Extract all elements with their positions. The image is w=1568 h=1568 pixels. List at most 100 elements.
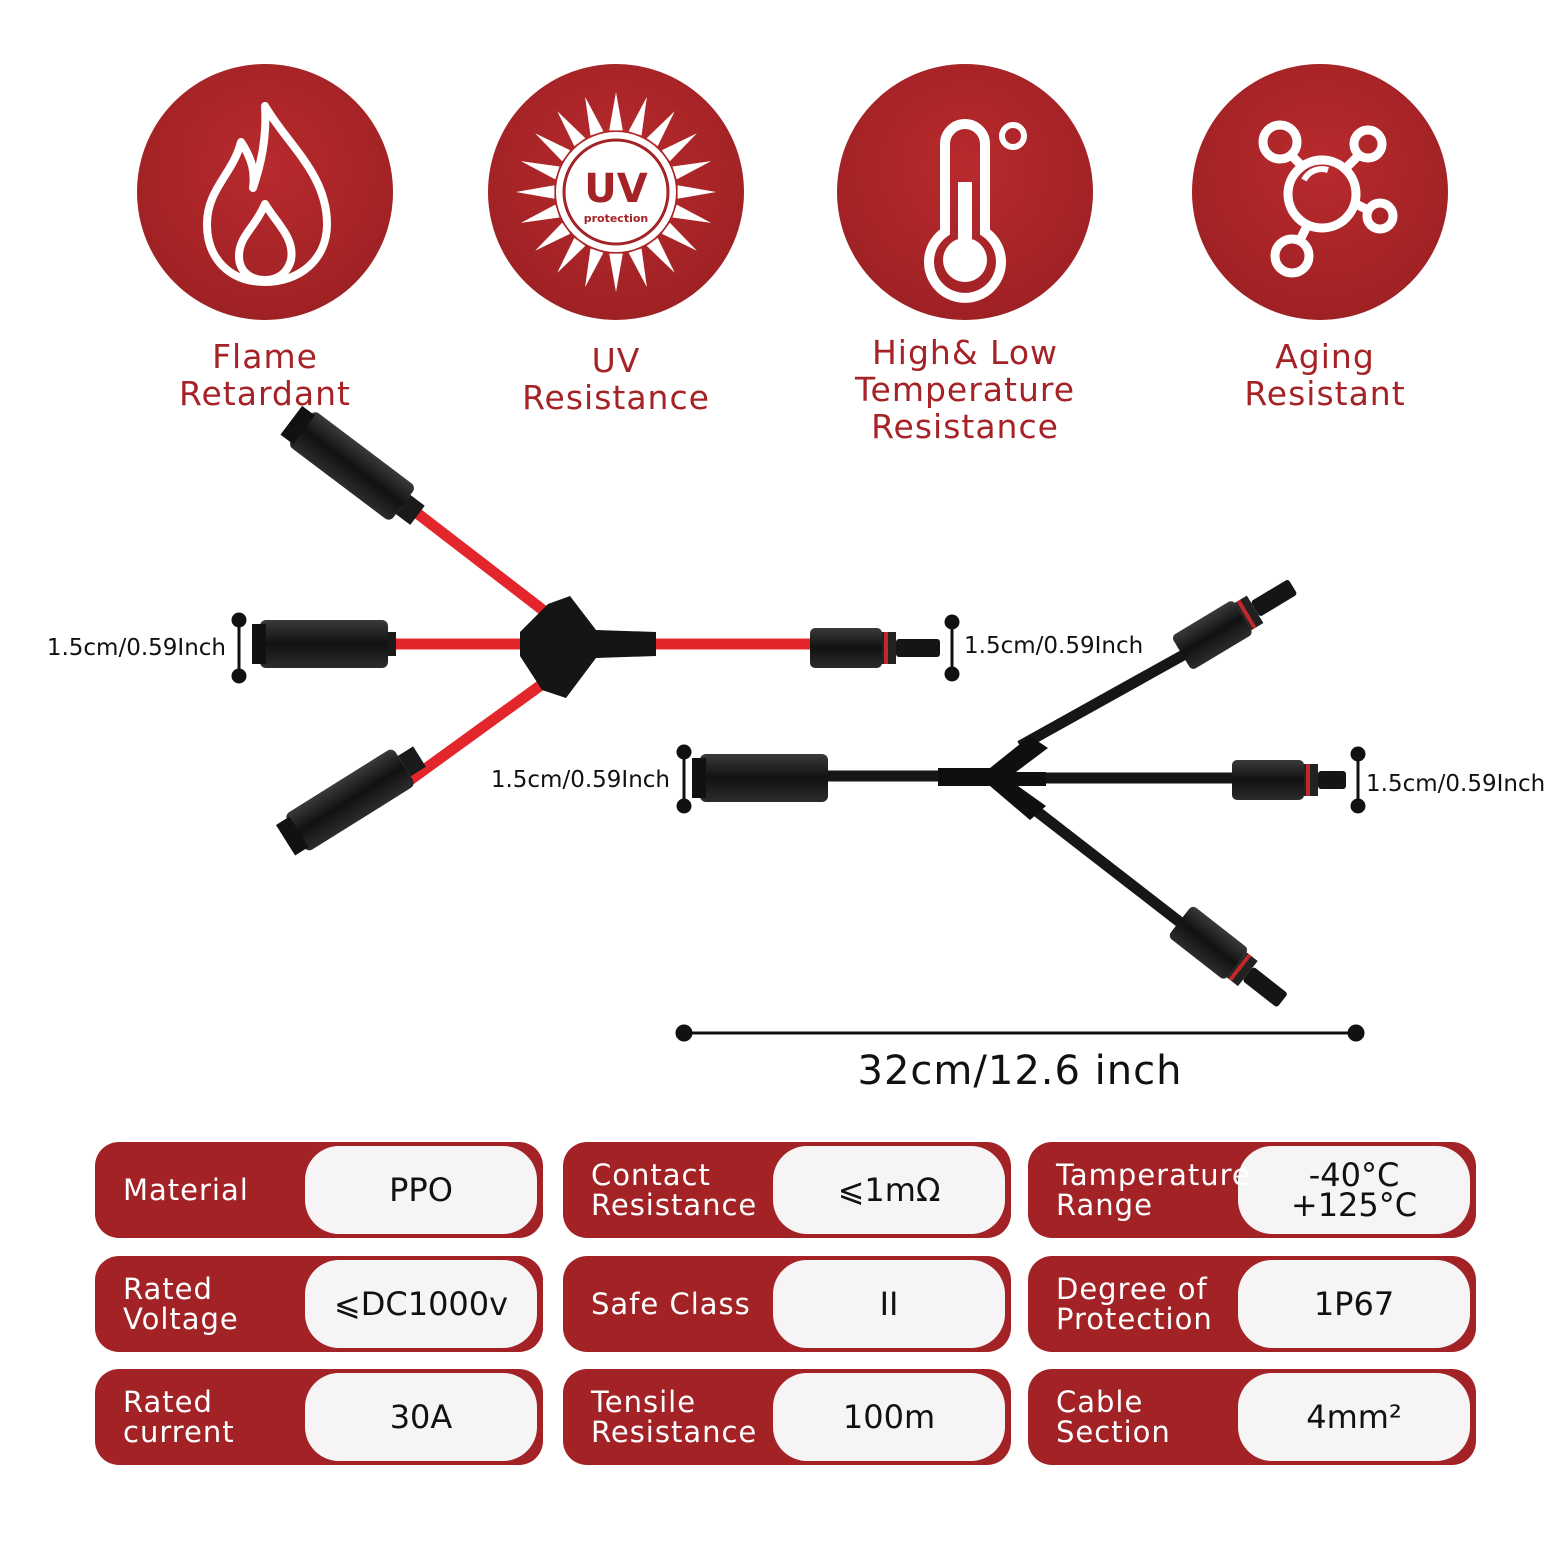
spec-value: 100m	[773, 1373, 1005, 1461]
spec-value-line: -40°C	[1308, 1156, 1400, 1194]
sun-ray	[520, 161, 560, 180]
spec-value-line: ⩽1mΩ	[837, 1171, 941, 1209]
spec-value-line: ⩽DC1000v	[333, 1285, 509, 1323]
feature-label-line: Aging	[1275, 337, 1375, 376]
feature-label-line: Resistance	[871, 407, 1059, 446]
sun-ray	[646, 111, 675, 147]
spec-value-box	[773, 1260, 1005, 1348]
spec-value-box	[1238, 1373, 1470, 1461]
spec-key: Material	[123, 1142, 305, 1238]
sun-ray	[585, 96, 604, 136]
sun-ray	[585, 248, 604, 288]
spec-key-line: Resistance	[591, 1188, 758, 1222]
feature-label-line: High& Low	[871, 333, 1059, 372]
sun-ray	[628, 248, 647, 288]
spec-value-box	[1238, 1260, 1470, 1348]
spec-value: 1P67	[1238, 1260, 1470, 1348]
sun-ray	[535, 222, 571, 251]
spec-value-box	[305, 1146, 537, 1234]
thermometer-icon	[837, 64, 1093, 320]
spec-value-box	[305, 1260, 537, 1348]
uv-sub-text: protection	[584, 212, 649, 225]
spec-value: -40°C+125°C	[1238, 1146, 1470, 1234]
sun-ray	[661, 133, 697, 162]
sun-ray	[609, 253, 623, 292]
spec-key-line: Voltage	[123, 1302, 239, 1336]
spec-key-line: Cable	[1056, 1385, 1144, 1419]
spec-key-line: current	[123, 1415, 235, 1449]
black-y-branch-cable	[692, 580, 1346, 1007]
spec-key-line: Contact	[591, 1158, 711, 1192]
spec-key-line: Tamperature	[1056, 1158, 1251, 1192]
dimension-label: 1.5cm/0.59Inch	[491, 767, 670, 793]
flame-icon	[137, 64, 393, 320]
spec-key-line: Degree of	[1056, 1272, 1208, 1306]
sun-ray	[557, 237, 586, 273]
spec-value-box	[773, 1373, 1005, 1461]
spec-key: Safe Class	[591, 1256, 773, 1352]
feature-label-line: Temperature	[854, 370, 1076, 409]
spec-key-line: Rated	[123, 1385, 213, 1419]
spec-key-line: Safe Class	[591, 1287, 751, 1321]
spec-value: 4mm²	[1238, 1373, 1470, 1461]
sun-ray	[557, 111, 586, 147]
uv-sun-icon: UV protection	[488, 64, 744, 320]
spec-key-line: Section	[1056, 1415, 1171, 1449]
uv-text: UV	[584, 166, 647, 212]
feature-label-line: UV	[591, 341, 641, 380]
sun-ray	[672, 161, 712, 180]
spec-value-line: 100m	[842, 1398, 936, 1436]
spec-value-line: 4mm²	[1306, 1398, 1402, 1436]
sun-ray	[628, 96, 647, 136]
spec-value-box	[773, 1146, 1005, 1234]
length-label: 32cm/12.6 inch	[857, 1048, 1183, 1094]
sun-ray	[535, 133, 571, 162]
sun-ray	[520, 204, 560, 223]
spec-key-line: Resistance	[591, 1415, 758, 1449]
spec-value: II	[773, 1260, 1005, 1348]
spec-key-line: Range	[1056, 1188, 1153, 1222]
dimension-label: 1.5cm/0.59Inch	[1366, 771, 1545, 797]
dimension-label: 1.5cm/0.59Inch	[47, 635, 226, 661]
spec-value: ⩽DC1000v	[305, 1260, 537, 1348]
spec-key-line: Rated	[123, 1272, 213, 1306]
spec-key-line: Material	[123, 1173, 249, 1207]
spec-item: Safe Class II	[563, 1256, 1011, 1352]
spec-key-line: Protection	[1056, 1302, 1213, 1336]
spec-value: PPO	[305, 1146, 537, 1234]
spec-value: ⩽1mΩ	[773, 1146, 1005, 1234]
spec-value-line: 1P67	[1313, 1285, 1395, 1323]
sun-ray	[516, 185, 555, 199]
spec-key-line: Tensile	[591, 1385, 697, 1419]
molecule-icon	[1192, 64, 1448, 320]
sun-ray	[661, 222, 697, 251]
feature-label-line: Flame	[212, 337, 318, 376]
sun-ray	[672, 204, 712, 223]
spec-value-box	[1238, 1146, 1470, 1234]
spec-value-line: 30A	[389, 1398, 453, 1436]
feature-label-line: Retardant	[179, 374, 351, 413]
spec-value: 30A	[305, 1373, 537, 1461]
spec-value-line: II	[879, 1285, 899, 1323]
dimension-markers	[231, 612, 1366, 1042]
sun-ray	[677, 185, 716, 199]
sun-ray	[646, 237, 675, 273]
spec-item: Material PPO	[95, 1142, 543, 1238]
spec-value-box	[305, 1373, 537, 1461]
red-y-branch-cable	[252, 405, 940, 856]
feature-label-line: Resistance	[522, 378, 710, 417]
